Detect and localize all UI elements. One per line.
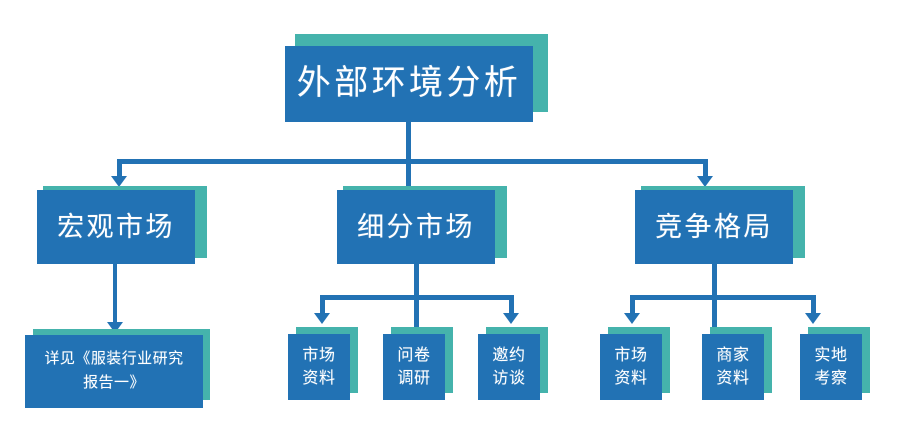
node-face: 详见《服装行业研究 报告一》	[25, 335, 203, 408]
connector-competitive-bus	[630, 295, 816, 300]
connector-bus-left-drop	[117, 159, 122, 178]
connector-segment-center-drop	[414, 295, 419, 334]
node-label: 邀约 访谈	[492, 346, 526, 387]
node-segment-market[interactable]: 细分市场	[337, 186, 507, 264]
node-face: 邀约 访谈	[478, 334, 540, 400]
connector-competitive-stem	[712, 264, 717, 297]
node-label: 商家 资料	[716, 346, 750, 387]
node-label: 宏观市场	[57, 211, 175, 242]
node-face: 市场 资料	[288, 334, 350, 400]
connector-macro-to-report	[113, 264, 117, 324]
node-face: 宏观市场	[37, 190, 195, 264]
arrow-to-field-survey	[805, 313, 821, 324]
connector-segment-right-drop	[509, 295, 514, 315]
node-label: 外部环境分析	[296, 65, 522, 103]
node-macro-market[interactable]: 宏观市场	[37, 186, 207, 264]
arrow-to-report-box	[107, 322, 123, 333]
arrow-to-competitive-landscape	[697, 176, 713, 187]
connector-segment-left-drop	[320, 295, 325, 315]
node-label: 问卷 调研	[397, 346, 431, 387]
node-label: 竞争格局	[655, 211, 773, 242]
connector-bus-right-drop	[703, 159, 708, 178]
node-field-survey[interactable]: 实地 考察	[800, 327, 870, 400]
node-face: 实地 考察	[800, 334, 862, 400]
arrow-to-invited-interview	[503, 313, 519, 324]
node-questionnaire-survey[interactable]: 问卷 调研	[383, 327, 453, 400]
node-face: 市场 资料	[600, 334, 662, 400]
node-label: 市场 资料	[614, 346, 648, 387]
arrow-to-market-data-competitive	[624, 313, 640, 324]
node-label: 市场 资料	[302, 346, 336, 387]
connector-bus-center-drop	[406, 159, 411, 190]
connector-competitive-left-drop	[630, 295, 635, 315]
arrow-to-market-data-segment	[314, 313, 330, 324]
node-invited-interview[interactable]: 邀约 访谈	[478, 327, 548, 400]
node-label: 细分市场	[357, 211, 475, 242]
connector-segment-stem	[414, 264, 419, 297]
node-root[interactable]: 外部环境分析	[285, 34, 548, 122]
node-merchant-data[interactable]: 商家 资料	[702, 327, 772, 400]
node-report-reference[interactable]: 详见《服装行业研究 报告一》	[25, 329, 210, 408]
node-market-data-segment[interactable]: 市场 资料	[288, 327, 358, 400]
node-label: 实地 考察	[814, 346, 848, 387]
node-label: 详见《服装行业研究 报告一》	[44, 351, 184, 391]
connector-root-stem	[406, 122, 411, 162]
connector-level1-bus	[117, 159, 708, 164]
arrow-to-macro-market	[111, 176, 127, 187]
node-face: 商家 资料	[702, 334, 764, 400]
connector-competitive-center-drop	[712, 295, 717, 334]
node-face: 细分市场	[337, 190, 495, 264]
node-competitive-landscape[interactable]: 竞争格局	[635, 186, 805, 264]
node-face: 竞争格局	[635, 190, 793, 264]
node-market-data-competitive[interactable]: 市场 资料	[600, 327, 670, 400]
node-face: 问卷 调研	[383, 334, 445, 400]
connector-competitive-right-drop	[811, 295, 816, 315]
node-face: 外部环境分析	[285, 46, 533, 122]
